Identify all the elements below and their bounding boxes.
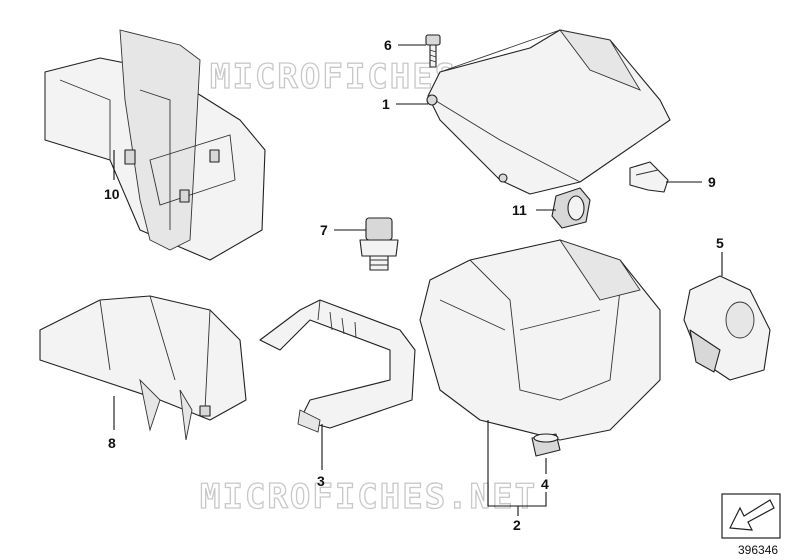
callout-11: 11 <box>512 202 527 218</box>
callout-7: 7 <box>320 222 328 238</box>
callout-6: 6 <box>384 37 392 53</box>
part-1-cover <box>426 29 671 195</box>
part-3-bracket <box>259 299 416 433</box>
callout-2: 2 <box>513 517 521 533</box>
diagram-id: 396346 <box>738 543 778 557</box>
part-10-fuse-carrier <box>44 29 266 261</box>
part-7-sensor <box>359 217 399 271</box>
part-5-cap <box>683 275 771 381</box>
callout-1: 1 <box>382 96 390 112</box>
part-6-screw <box>425 34 441 68</box>
part-4-grommet <box>531 433 561 457</box>
callout-10: 10 <box>104 186 120 202</box>
arrow-icon <box>721 493 781 539</box>
callout-3: 3 <box>317 473 325 489</box>
callout-5: 5 <box>716 235 724 251</box>
part-8-carrier <box>39 295 247 441</box>
part-9-clip <box>629 161 669 193</box>
part-11-grommet <box>551 187 591 229</box>
part-2-housing <box>419 239 661 441</box>
callout-leaders <box>113 44 723 516</box>
watermark-bottom: MICROFICHES.NET <box>200 477 537 517</box>
callout-9: 9 <box>708 174 716 190</box>
callout-8: 8 <box>108 435 116 451</box>
callout-4: 4 <box>541 476 549 492</box>
